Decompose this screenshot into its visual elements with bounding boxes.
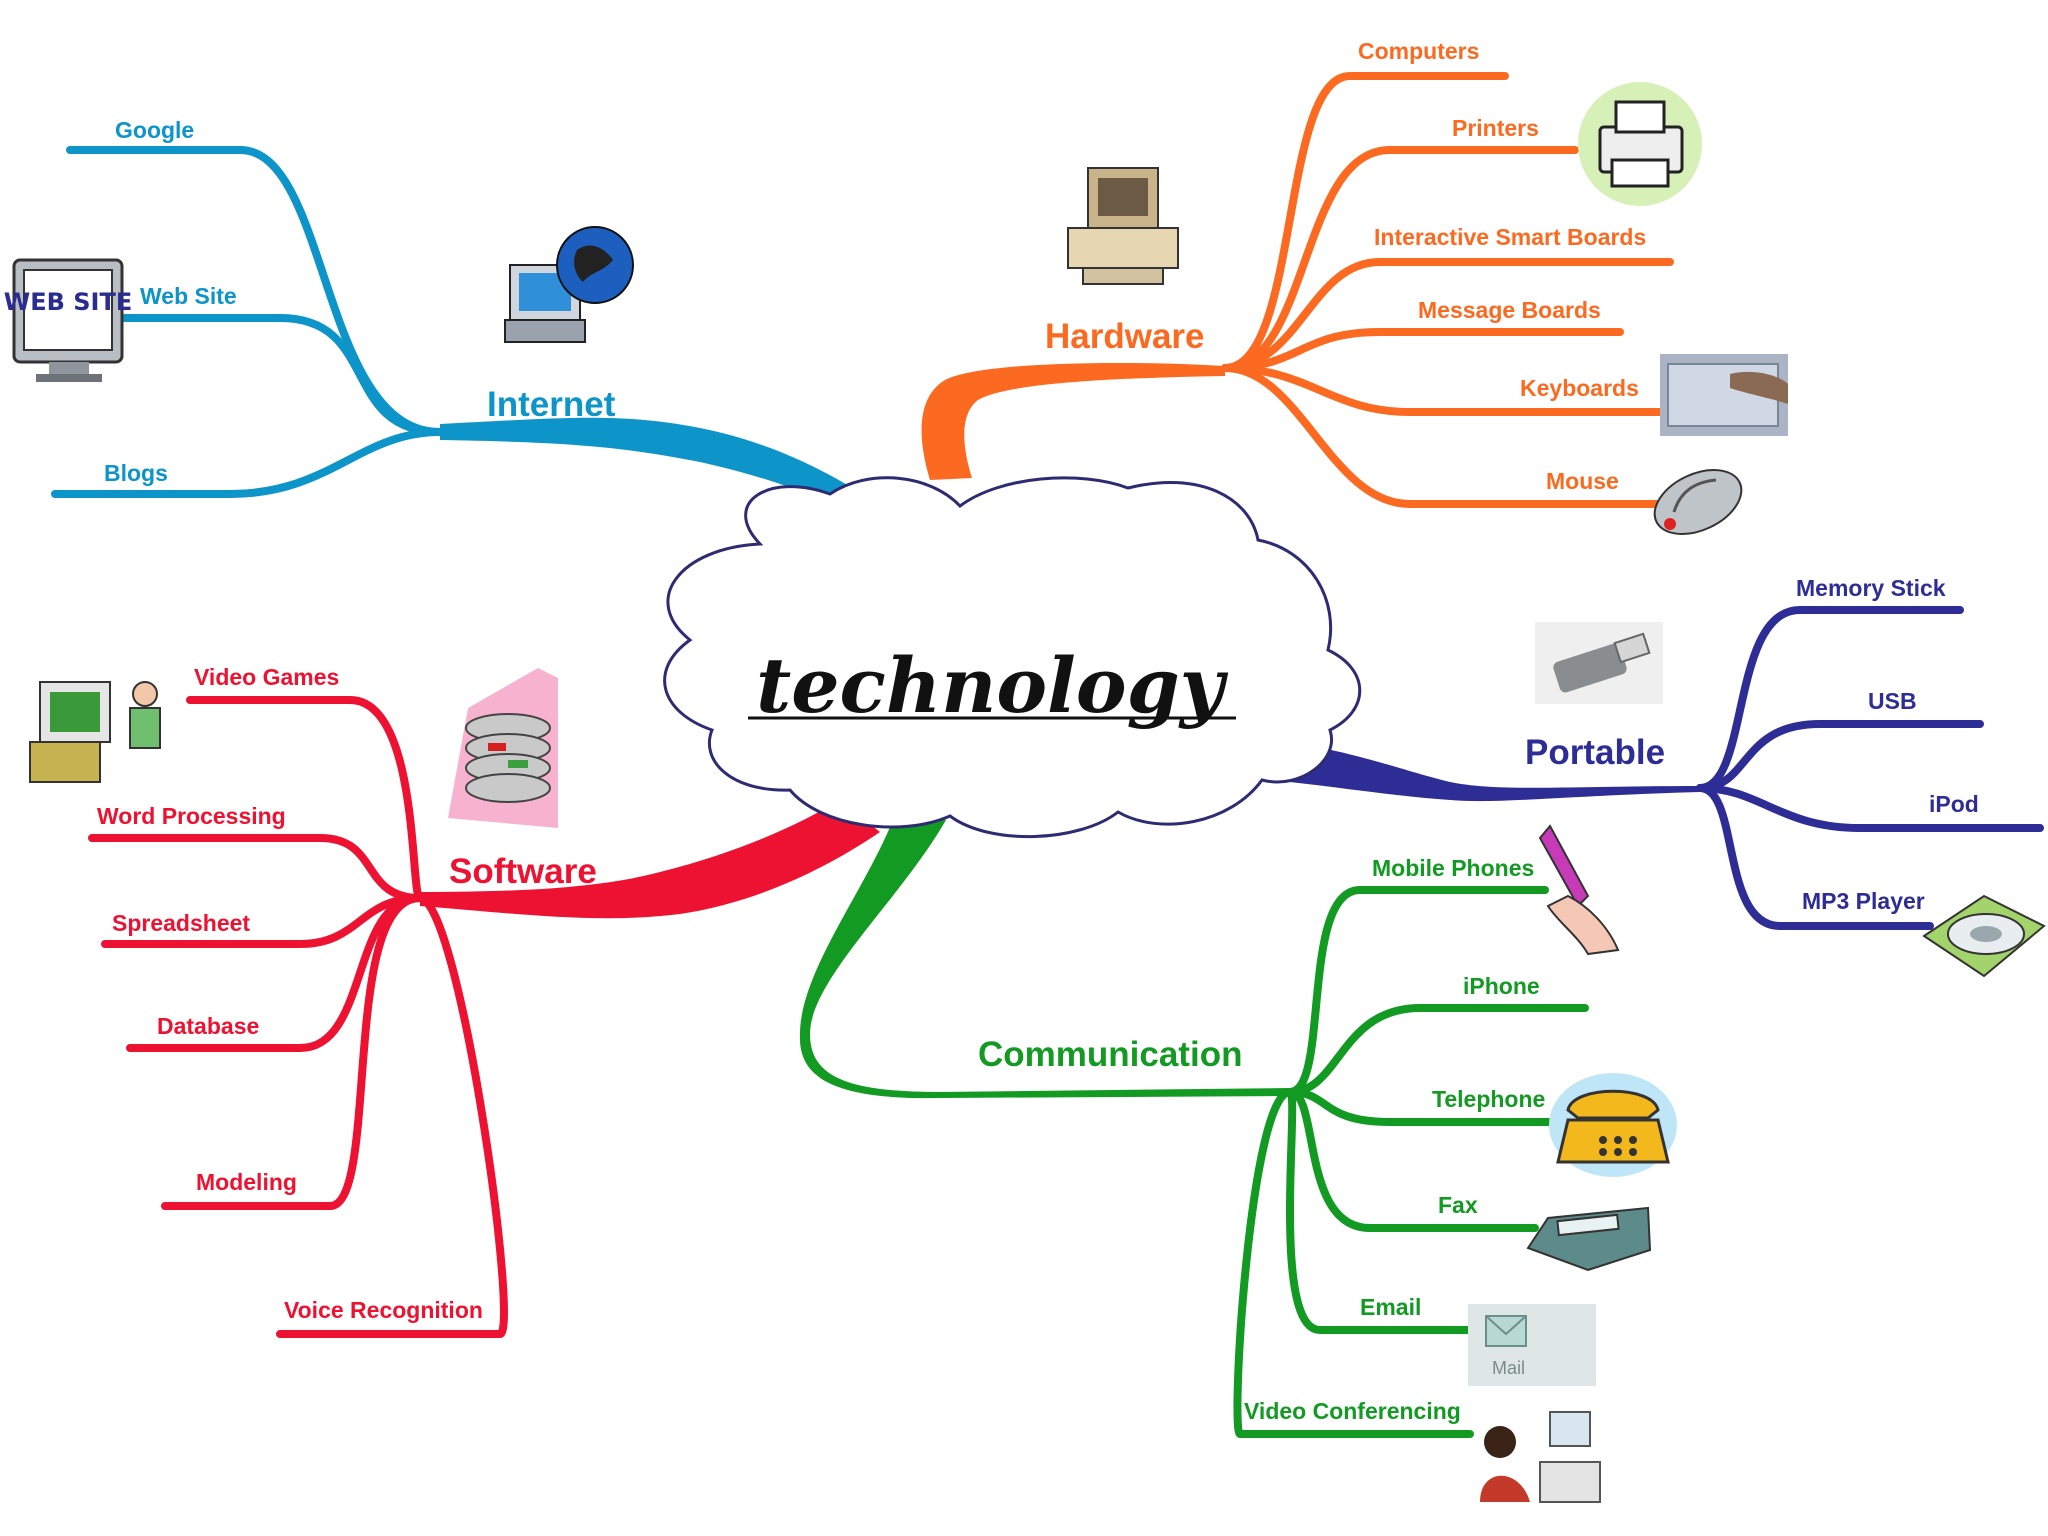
- leaf-modeling: Modeling: [196, 1169, 297, 1195]
- globe-laptop-icon: [504, 226, 634, 343]
- communication-sub-branches: [1233, 886, 1589, 1438]
- branch-computers: [1221, 72, 1509, 372]
- leaf-web-site: Web Site: [140, 283, 237, 309]
- email-card-text: Mail: [1492, 1358, 1525, 1378]
- leaf-iphone: iPhone: [1463, 973, 1540, 999]
- branch-mp3-player: [1696, 784, 1934, 930]
- branch-blogs: [51, 428, 444, 498]
- portable-main-branch: [1250, 740, 1700, 802]
- branch-printers: [1221, 146, 1579, 372]
- software-sub-branches: [88, 696, 508, 1338]
- leaf-mobile-phones: Mobile Phones: [1372, 855, 1534, 881]
- internet-label: Internet: [487, 385, 616, 424]
- web-site-sign-text: WEB SITE: [4, 288, 133, 316]
- leaf-spreadsheet: Spreadsheet: [112, 910, 250, 936]
- branch-ipod: [1696, 784, 2044, 832]
- vintage-computer-icon: [1067, 167, 1179, 285]
- leaf-google: Google: [115, 117, 194, 143]
- leaf-word-processing: Word Processing: [97, 803, 286, 829]
- leaf-ipod: iPod: [1929, 791, 1979, 817]
- telephone-icon: [1549, 1073, 1677, 1177]
- branch-modeling: [161, 894, 424, 1210]
- leaf-mouse: Mouse: [1546, 468, 1619, 494]
- hardware-label: Hardware: [1045, 317, 1205, 356]
- communication-label: Communication: [978, 1035, 1242, 1074]
- branch-google: [66, 146, 444, 436]
- cd-stack-icon: [448, 668, 558, 828]
- branch-keyboards: [1221, 364, 1664, 416]
- branch-memory-stick: [1696, 606, 1964, 792]
- branch-telephone: [1286, 1088, 1564, 1126]
- leaf-mp3-player: MP3 Player: [1802, 888, 1925, 914]
- leaf-email: Email: [1360, 1294, 1421, 1320]
- branch-web-site: [86, 314, 444, 436]
- hardware-main-branch: [921, 362, 1225, 480]
- mobile-phone-icon: [1538, 824, 1620, 956]
- software-label: Software: [449, 852, 597, 891]
- central-title: technology: [756, 641, 1229, 730]
- leaf-usb: USB: [1868, 688, 1917, 714]
- email-icon: Mail: [1468, 1304, 1596, 1386]
- branch-email: [1286, 1088, 1474, 1334]
- fax-icon: [1526, 1206, 1652, 1272]
- central-cloud: [663, 476, 1362, 838]
- branch-video-conferencing: [1233, 1088, 1474, 1438]
- internet-main-branch: [440, 417, 890, 528]
- branch-mobile-phones: [1286, 886, 1549, 1096]
- leaf-interactive-smart-boards: Interactive Smart Boards: [1374, 224, 1646, 250]
- leaf-telephone: Telephone: [1432, 1086, 1545, 1112]
- video-conference-icon: [1480, 1411, 1601, 1503]
- branch-word-processing: [88, 834, 424, 902]
- leaf-database: Database: [157, 1013, 259, 1039]
- branch-video-games: [186, 696, 424, 902]
- mouse-icon: [1653, 469, 1743, 535]
- leaf-voice-recognition: Voice Recognition: [284, 1297, 483, 1323]
- internet-sub-branches: [51, 146, 444, 498]
- branch-mouse: [1221, 364, 1664, 508]
- web-site-monitor-icon: WEB SITE: [4, 258, 133, 382]
- leaf-keyboards: Keyboards: [1520, 375, 1639, 401]
- leaf-memory-stick: Memory Stick: [1796, 575, 1946, 601]
- branch-usb: [1696, 720, 1984, 792]
- hardware-sub-branches: [1221, 72, 1674, 508]
- keyboard-icon: [1660, 354, 1788, 436]
- mp3-player-icon: [1922, 894, 2046, 978]
- leaf-video-conferencing: Video Conferencing: [1244, 1398, 1461, 1424]
- branch-voice-recognition: [276, 894, 508, 1338]
- portable-label: Portable: [1525, 733, 1665, 772]
- video-game-player-icon: [29, 681, 161, 783]
- printer-icon: [1578, 82, 1702, 206]
- leaf-video-games: Video Games: [194, 664, 339, 690]
- portable-sub-branches: [1696, 606, 2044, 930]
- usb-stick-icon: [1535, 622, 1663, 704]
- leaf-blogs: Blogs: [104, 460, 168, 486]
- software-main-branch: [420, 800, 880, 919]
- leaf-computers: Computers: [1358, 38, 1479, 64]
- branch-fax: [1286, 1088, 1539, 1232]
- leaf-fax: Fax: [1438, 1192, 1478, 1218]
- leaf-message-boards: Message Boards: [1418, 297, 1601, 323]
- branch-iphone: [1286, 1004, 1589, 1096]
- leaf-printers: Printers: [1452, 115, 1539, 141]
